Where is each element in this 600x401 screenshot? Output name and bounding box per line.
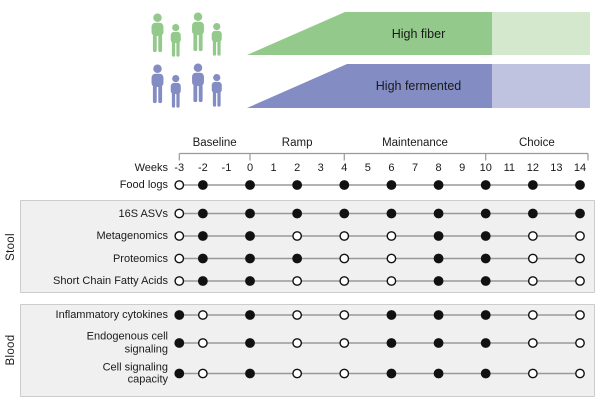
sample-dot-filled [197, 208, 208, 219]
person-icon [211, 74, 222, 107]
sample-dot-filled [197, 253, 208, 264]
sample-dot-open [527, 231, 538, 241]
high-fermented-ramp-band [247, 64, 492, 108]
sample-dot-filled [480, 310, 491, 320]
sample-dot-filled [174, 368, 185, 379]
sample-dot-filled [339, 180, 350, 190]
sample-dot-open [527, 368, 538, 379]
panel-stool [20, 200, 595, 293]
sample-dot-open [575, 276, 585, 286]
sample-dot-open [174, 231, 185, 241]
sample-dot-filled [386, 338, 397, 348]
sample-dot-open [339, 231, 350, 241]
sample-dot-open [575, 310, 585, 320]
sample-dot-open [174, 253, 185, 264]
sample-dot-filled [527, 208, 538, 219]
sample-dot-filled [292, 180, 303, 190]
sample-dot-filled [245, 231, 255, 241]
sample-dot-filled [245, 276, 255, 286]
sample-dot-open [575, 368, 585, 379]
sample-dot-open [575, 231, 585, 241]
sample-dot-filled [174, 310, 185, 320]
sample-dot-open [174, 276, 185, 286]
sample-dot-open [339, 368, 350, 379]
sample-dot-filled [575, 180, 585, 190]
sample-dot-filled [433, 368, 444, 379]
sample-dot-filled [433, 276, 444, 286]
sample-dot-filled [386, 310, 397, 320]
sample-dot-filled [480, 253, 491, 264]
sample-dot-open [527, 310, 538, 320]
sample-dot-filled [480, 338, 491, 348]
sample-dot-filled [339, 208, 350, 219]
sample-dot-filled [480, 180, 491, 190]
sample-dot-filled [386, 208, 397, 219]
sample-dot-open [174, 208, 185, 219]
sample-dot-filled [245, 338, 255, 348]
sample-dot-filled [245, 208, 255, 219]
sample-dot-open [339, 253, 350, 264]
sample-dot-open [575, 253, 585, 264]
sample-dot-open [292, 276, 303, 286]
sample-dot-open [292, 368, 303, 379]
sample-dot-open [575, 338, 585, 348]
sample-dot-filled [245, 310, 255, 320]
sample-dot-open [197, 310, 208, 320]
sample-dot-open [386, 231, 397, 241]
sample-dot-filled [197, 231, 208, 241]
sample-dot-filled [245, 253, 255, 264]
sample-dot-filled [433, 253, 444, 264]
person-icon [151, 64, 164, 104]
sample-dot-filled [292, 253, 303, 264]
sample-dot-filled [480, 276, 491, 286]
high-fiber-ramp-band [247, 12, 492, 55]
sample-dot-open [174, 180, 185, 190]
person-icon [170, 24, 181, 57]
high-fiber-band-extension [492, 12, 590, 55]
sample-dot-filled [197, 276, 208, 286]
sample-dot-filled [433, 231, 444, 241]
sample-dot-filled [527, 180, 538, 190]
sample-dot-filled [245, 180, 255, 190]
sample-dot-open [292, 338, 303, 348]
sample-dot-filled [575, 208, 585, 219]
sample-dot-open [292, 231, 303, 241]
person-icon [151, 13, 164, 53]
sample-dot-filled [174, 338, 185, 348]
sample-dot-open [292, 310, 303, 320]
sample-dot-open [339, 310, 350, 320]
sample-dot-open [339, 338, 350, 348]
sample-dot-open [386, 253, 397, 264]
sample-dot-filled [386, 368, 397, 379]
sample-dot-filled [480, 231, 491, 241]
sample-dot-open [527, 338, 538, 348]
panel-blood [20, 303, 595, 397]
sample-dot-open [527, 253, 538, 264]
high-fermented-band-extension [492, 64, 590, 108]
sample-dot-open [527, 276, 538, 286]
sample-dot-filled [245, 368, 255, 379]
sample-dot-filled [386, 180, 397, 190]
person-icon [192, 12, 204, 52]
sample-dot-open [197, 368, 208, 379]
sample-dot-open [386, 276, 397, 286]
sample-dot-open [339, 276, 350, 286]
person-icon [170, 75, 181, 108]
sample-dot-open [197, 338, 208, 348]
sample-dot-filled [197, 180, 208, 190]
sample-dot-filled [480, 208, 491, 219]
sample-dot-filled [433, 338, 444, 348]
sample-dot-filled [480, 368, 491, 379]
sample-dot-filled [433, 180, 444, 190]
person-icon [211, 23, 222, 56]
sample-dot-filled [292, 208, 303, 219]
person-icon [192, 63, 204, 103]
sample-dot-filled [433, 208, 444, 219]
sample-dot-filled [433, 310, 444, 320]
